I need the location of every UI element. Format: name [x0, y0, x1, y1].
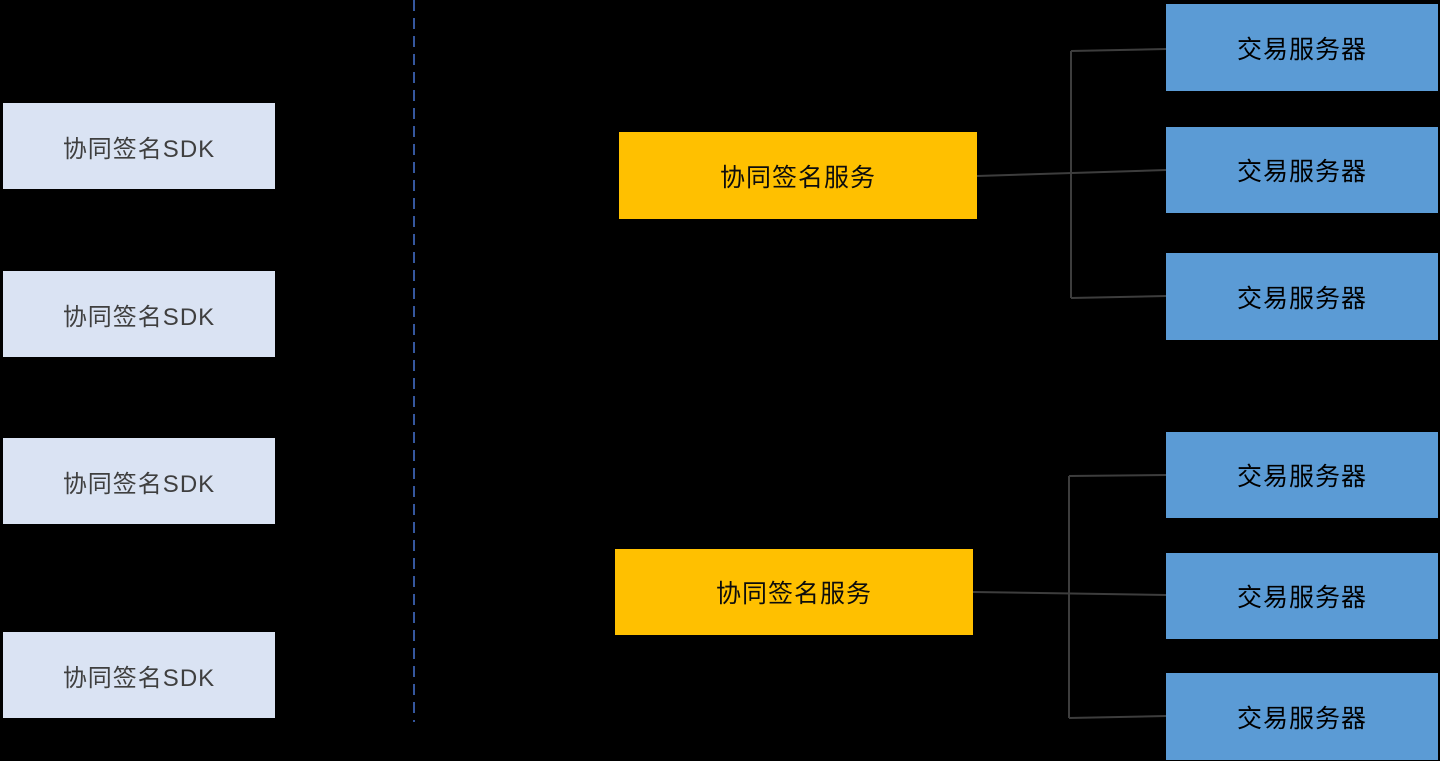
client-sdk-label: 协同签名SDK — [62, 664, 216, 692]
server-label: 交易服务器 — [1236, 35, 1367, 64]
client-sdk-label: 协同签名SDK — [62, 135, 216, 163]
server-label: 交易服务器 — [1236, 158, 1367, 186]
connector-service2-server4 — [1068, 474, 1167, 477]
client-sdk-box-4: 协同签名SDK — [3, 632, 275, 718]
server-label: 交易服务器 — [1236, 584, 1367, 612]
client-sdk-label: 协同签名SDK — [62, 303, 216, 331]
server-label: 交易服务器 — [1236, 284, 1367, 313]
client-sdk-box-1: 协同签名SDK — [3, 103, 275, 189]
client-sdk-label: 协同签名SDK — [62, 470, 216, 498]
connector-service1-server3 — [1070, 295, 1167, 299]
server-label: 交易服务器 — [1236, 704, 1367, 733]
server-box-3: 交易服务器 — [1166, 253, 1438, 340]
server-label: 交易服务器 — [1236, 463, 1367, 491]
server-box-4: 交易服务器 — [1166, 432, 1438, 518]
server-box-2: 交易服务器 — [1166, 127, 1438, 213]
client-sdk-box-2: 协同签名SDK — [3, 271, 275, 357]
connector-service1-server1 — [1070, 48, 1167, 52]
server-box-1: 交易服务器 — [1166, 4, 1438, 91]
service-label: 协同签名服务 — [715, 580, 872, 608]
service-box-2: 协同签名服务 — [615, 549, 973, 635]
server-box-6: 交易服务器 — [1166, 673, 1438, 760]
service-box-1: 协同签名服务 — [619, 132, 977, 219]
connector-service2-server6 — [1068, 715, 1167, 719]
client-sdk-box-3: 协同签名SDK — [3, 438, 275, 524]
server-box-5: 交易服务器 — [1166, 553, 1438, 639]
service-label: 协同签名服务 — [719, 163, 876, 192]
